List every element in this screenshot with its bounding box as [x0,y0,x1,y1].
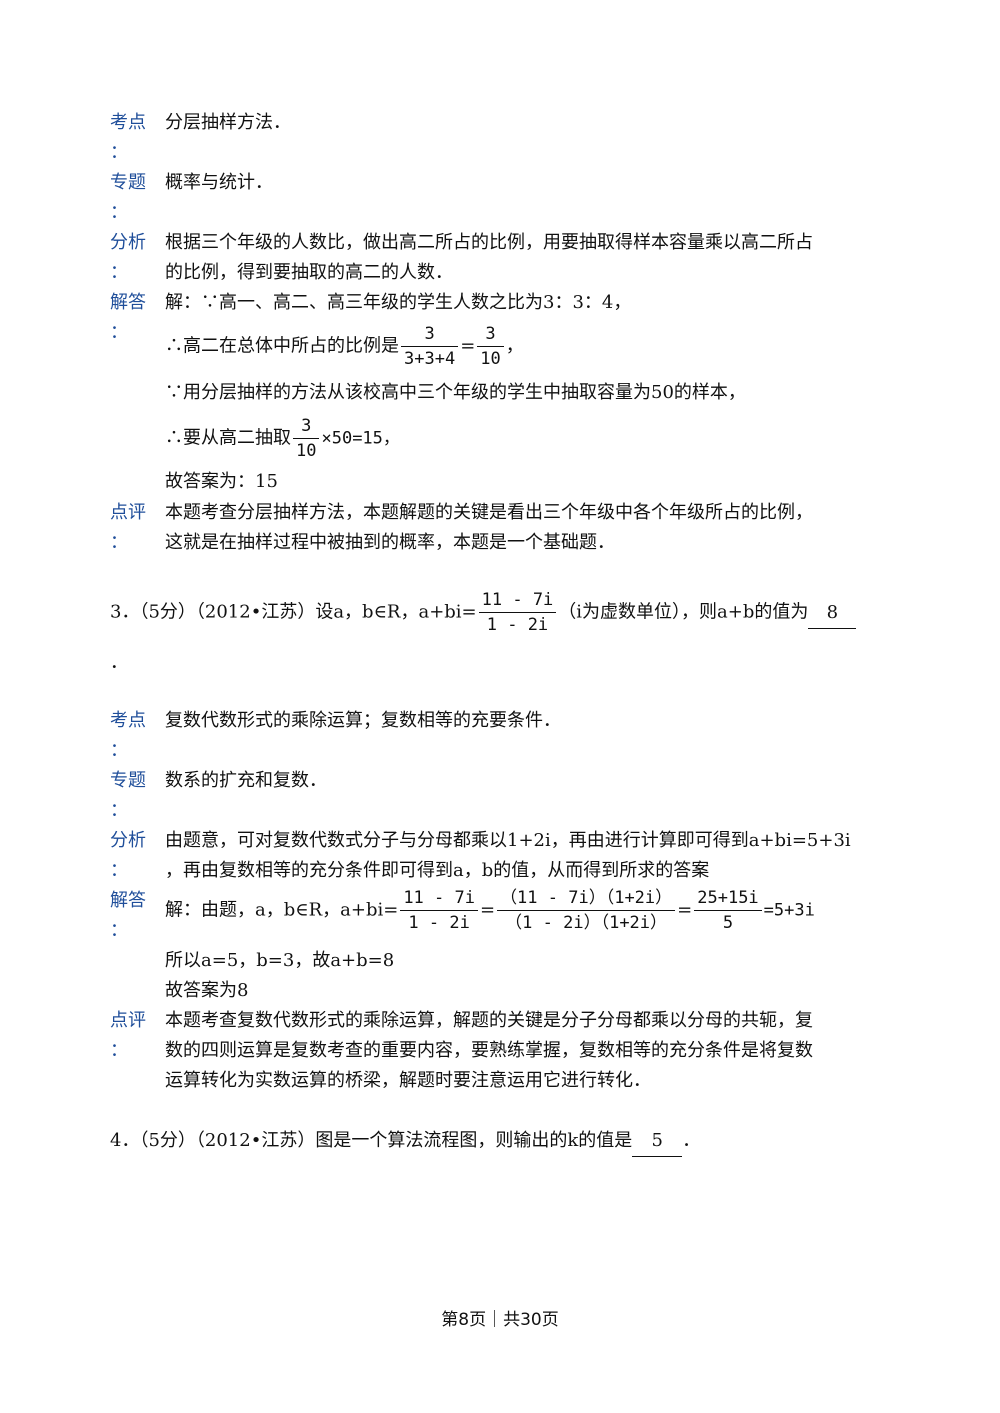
fraction-q3-step2: （11 - 7i）（1+2i）（1 - 2i）（1+2i） [497,886,676,935]
q2-kaodian: 分层抽样方法． [165,112,291,133]
label-dianping: 点评： [110,502,146,553]
q3-jieda-line2: 所以a=5，b=3，故a+b=8 [165,950,395,971]
q2-jieda-line3: ∵用分层抽样的方法从该校高中三个年级的学生中抽取容量为50的样本， [165,382,746,403]
q2-dianping-line2: 这就是在抽样过程中被抽到的概率，本题是一个基础题． [165,532,615,553]
q2-fenxi-line1: 根据三个年级的人数比，做出高二所占的比例，用要抽取得样本容量乘以高二所占 [165,232,813,253]
label-zhuanti-q3: 专题： [110,770,146,821]
label-fenxi: 分析： [110,232,146,283]
q3-fenxi-line1: 由题意，可对复数代数式分子与分母都乘以1+2i，再由进行计算即可得到a+bi=5… [165,830,851,851]
q3-dianping-line3: 运算转化为实数运算的桥梁，解题时要注意运用它进行转化． [165,1070,651,1091]
q3-dianping-line2: 数的四则运算是复数考查的重要内容，要熟练掌握，复数相等的充分条件是将复数 [165,1040,813,1061]
q2-jieda-line5: 故答案为：15 [165,471,278,492]
q4-answer-blank: 5 [632,1126,683,1157]
q2-jieda-line1: 解：∵高一、高二、高三年级的学生人数之比为3：3：4， [165,292,632,313]
label-kaodian-q3: 考点： [110,710,146,761]
q2-zhuanti: 概率与统计． [165,172,273,193]
q3-zhuanti: 数系的扩充和复数． [165,770,327,791]
q2-fenxi-line2: 的比例，得到要抽取的高二的人数． [165,262,453,283]
label-jieda-q3: 解答： [110,890,146,941]
q3-fenxi-line2: ，再由复数相等的充分条件即可得到a，b的值，从而得到所求的答案 [165,860,710,881]
q2-dianping-line1: 本题考查分层抽样方法，本题解题的关键是看出三个年级中各个年级所占的比例， [165,502,813,523]
label-fenxi-q3: 分析： [110,830,146,881]
q3-jieda-line3: 故答案为8 [165,980,249,1001]
label-jieda: 解答： [110,292,146,343]
label-zhuanti: 专题： [110,172,146,223]
q3-kaodian: 复数代数形式的乘除运算；复数相等的充要条件． [165,710,561,731]
q3-stem-end: ． [110,652,128,673]
q3-answer-blank: 8 [808,598,857,629]
label-dianping-q3: 点评： [110,1010,146,1061]
page-footer: 第8页｜共30页 [441,1310,559,1330]
label-kaodian: 考点： [110,112,146,163]
q3-dianping-line1: 本题考查复数代数形式的乘除运算，解题的关键是分子分母都乘以分母的共轭，复 [165,1010,813,1031]
